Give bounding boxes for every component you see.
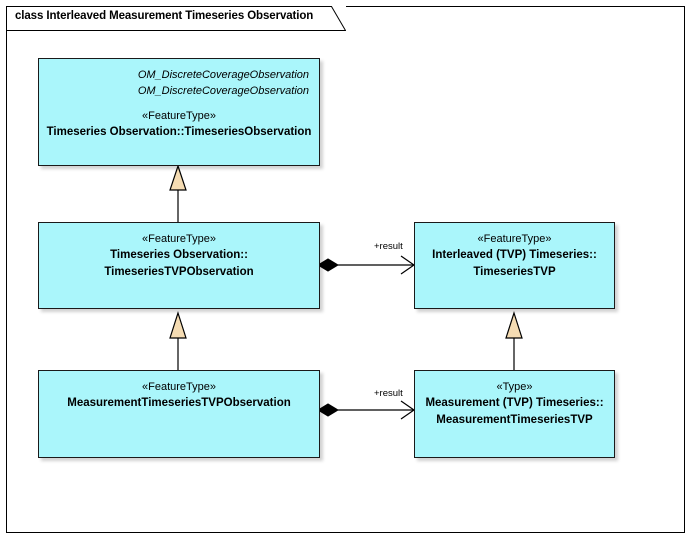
class-box-measurement-timeseries-tvp[interactable]: «Type» Measurement (TVP) Timeseries:: Me…	[414, 370, 615, 458]
class-name: Timeseries Observation::	[110, 249, 248, 261]
class-name: Interleaved (TVP) Timeseries::	[432, 249, 597, 261]
diagram-title-label: class Interleaved Measurement Timeseries…	[15, 10, 314, 22]
class-stereotype: «FeatureType»	[142, 381, 216, 393]
inherited-type-line: OM_DiscreteCoverageObservation	[137, 85, 309, 97]
class-box-timeseries-tvp[interactable]: «FeatureType» Interleaved (TVP) Timeseri…	[414, 222, 615, 309]
class-name: Timeseries Observation::TimeseriesObserv…	[46, 126, 312, 138]
class-name: MeasurementTimeseriesTVPObservation	[67, 397, 291, 409]
class-box-timeseries-observation[interactable]: OM_DiscreteCoverageObservation OM_Discre…	[38, 58, 320, 166]
class-stereotype: «FeatureType»	[477, 233, 552, 245]
class-box-measurement-timeseries-tvp-observation[interactable]: «FeatureType» MeasurementTimeseriesTVPOb…	[38, 370, 320, 458]
edge-label-result-lower: +result	[374, 388, 403, 399]
class-box-timeseries-tvp-observation[interactable]: «FeatureType» Timeseries Observation:: T…	[38, 222, 320, 309]
class-stereotype: «FeatureType»	[142, 233, 216, 245]
class-name: MeasurementTimeseriesTVP	[436, 414, 593, 426]
class-name: TimeseriesTVP	[473, 266, 556, 278]
edge-label-result-upper: +result	[374, 241, 403, 252]
diagram-title-tab: class Interleaved Measurement Timeseries…	[6, 6, 346, 31]
class-name: TimeseriesTVPObservation	[104, 266, 254, 278]
class-stereotype: «FeatureType»	[142, 110, 216, 122]
class-stereotype: «Type»	[496, 381, 533, 393]
inherited-type-line: OM_DiscreteCoverageObservation	[137, 69, 309, 81]
title-tab-shape	[6, 6, 346, 31]
class-name: Measurement (TVP) Timeseries::	[425, 397, 604, 409]
